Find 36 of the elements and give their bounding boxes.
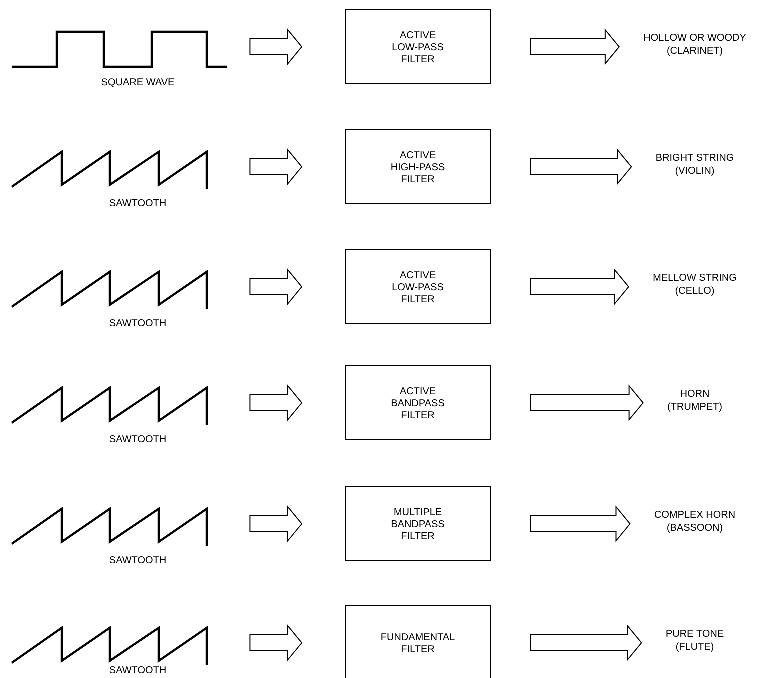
wave-label: SAWTOOTH	[110, 319, 166, 327]
block-arrow	[530, 148, 632, 186]
block-arrow	[250, 148, 303, 186]
filter-box: ACTIVE LOW-PASS FILTER	[345, 10, 491, 84]
filter-box: ACTIVE HIGH-PASS FILTER	[345, 130, 491, 204]
instrument-label: BRIGHT STRING (VIOLIN)	[656, 154, 734, 176]
wave-label: SAWTOOTH	[110, 199, 166, 207]
block-arrow	[530, 506, 631, 542]
instrument-label: HOLLOW OR WOODY (CLARINET)	[644, 34, 746, 56]
block-arrow	[250, 624, 303, 662]
filter-box: ACTIVE LOW-PASS FILTER	[345, 250, 491, 324]
wave-label: SAWTOOTH	[110, 666, 166, 674]
wave-label: SAWTOOTH	[110, 556, 166, 564]
instrument-label: PURE TONE (FLUTE)	[666, 630, 724, 652]
wave-label: SQUARE WAVE	[102, 78, 174, 88]
sawtooth-wave-drawing	[11, 150, 208, 189]
block-arrow	[250, 506, 303, 542]
wave-label: SAWTOOTH	[110, 435, 166, 443]
filter-box: FUNDAMENTAL FILTER	[345, 606, 491, 678]
block-arrow	[530, 384, 644, 422]
block-arrow	[530, 28, 620, 66]
sawtooth-wave-drawing	[11, 506, 208, 546]
instrument-label: MELLOW STRING (CELLO)	[654, 274, 736, 296]
block-arrow	[250, 28, 303, 66]
instrument-label: HORN (TRUMPET)	[668, 390, 722, 412]
filter-box: MULTIPLE BANDPASS FILTER	[345, 486, 491, 562]
instrument-label: COMPLEX HORN (BASSOON)	[654, 510, 735, 534]
sawtooth-wave-drawing	[11, 270, 208, 309]
sawtooth-wave-drawing	[11, 626, 208, 665]
block-arrow	[530, 624, 642, 662]
block-arrow	[250, 384, 303, 422]
block-arrow	[530, 268, 630, 306]
filter-box: ACTIVE BANDPASS FILTER	[345, 366, 491, 440]
block-arrow	[250, 268, 303, 306]
square-wave-drawing	[12, 30, 227, 68]
sawtooth-wave-drawing	[11, 386, 208, 425]
